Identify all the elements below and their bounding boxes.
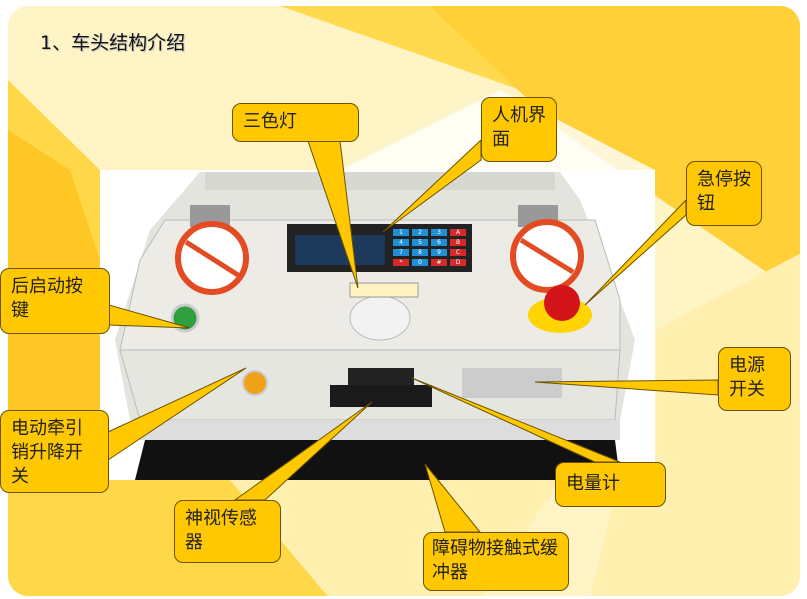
keypad-key: 0 — [412, 259, 428, 266]
slide-title: 1、车头结构介绍 — [40, 32, 186, 54]
keypad-key: 9 — [431, 249, 447, 256]
keypad-key: 5 — [412, 239, 428, 246]
agv-head-photo — [115, 172, 635, 480]
callout-power-switch: 电源开关 — [718, 347, 791, 411]
keypad-key: 2 — [412, 229, 428, 236]
callout-battery-meter: 电量计 — [555, 462, 666, 507]
callout-hmi: 人机界面 — [481, 97, 557, 162]
callout-bumper: 障碍物接触式缓冲器 — [423, 532, 569, 591]
keypad-key: 7 — [393, 249, 409, 256]
keypad-key: # — [431, 259, 447, 266]
keypad-key: 4 — [393, 239, 409, 246]
keypad-key: 8 — [412, 249, 428, 256]
keypad-key: C — [450, 249, 466, 256]
callout-sensor: 神视传感器 — [174, 500, 281, 563]
callout-rear-start: 后启动按键 — [0, 268, 110, 334]
keypad-key: D — [450, 259, 466, 266]
keypad-key: 3 — [431, 229, 447, 236]
callout-pointers — [107, 138, 719, 533]
keypad-key: A — [450, 229, 466, 236]
callout-emergency-stop: 急停按钮 — [686, 161, 762, 226]
callout-tow-pin-switch: 电动牵引销升降开关 — [0, 410, 109, 493]
callout-tricolor-light: 三色灯 — [232, 103, 359, 142]
keypad-key: 6 — [431, 239, 447, 246]
keypad-key: * — [393, 259, 409, 266]
keypad-key: B — [450, 239, 466, 246]
keypad-key: 1 — [393, 229, 409, 236]
